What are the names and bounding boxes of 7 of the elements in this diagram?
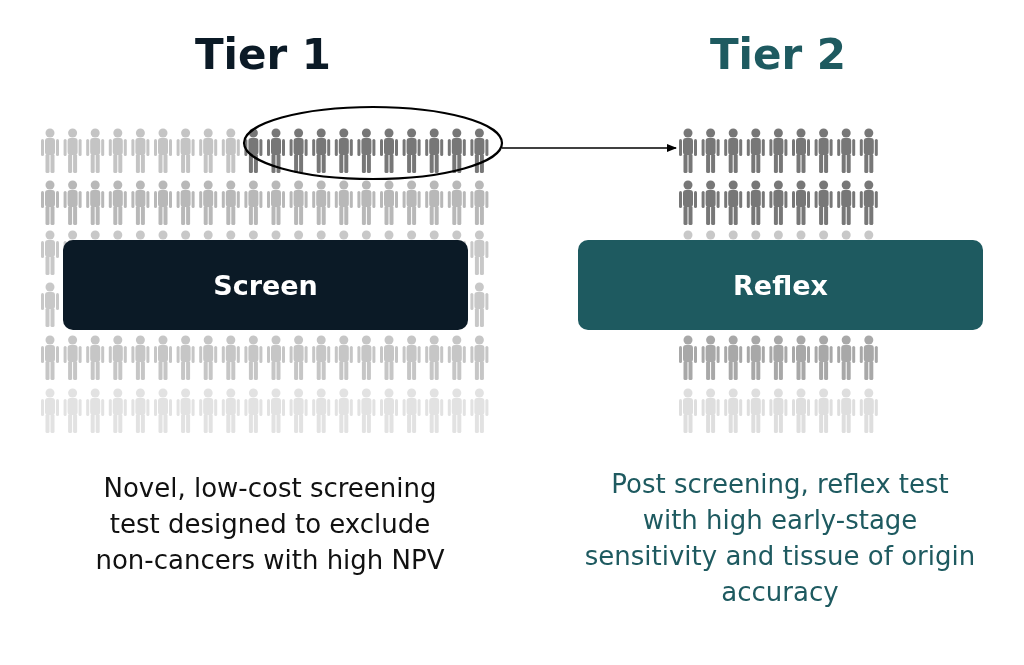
tier-heading: Tier 2 (708, 30, 848, 79)
description-text: Novel, low-cost screening test designed to exclude non-cancers with high NPV (94, 472, 446, 577)
process-box: Screen (63, 240, 468, 330)
arrow (501, 143, 678, 153)
description-text: Post screening, reflex test with high early-stage sensitivity and tissue of origin accuracy (583, 468, 977, 609)
tier-heading: Tier 1 (193, 30, 333, 79)
process-box: Reflex (578, 240, 983, 330)
